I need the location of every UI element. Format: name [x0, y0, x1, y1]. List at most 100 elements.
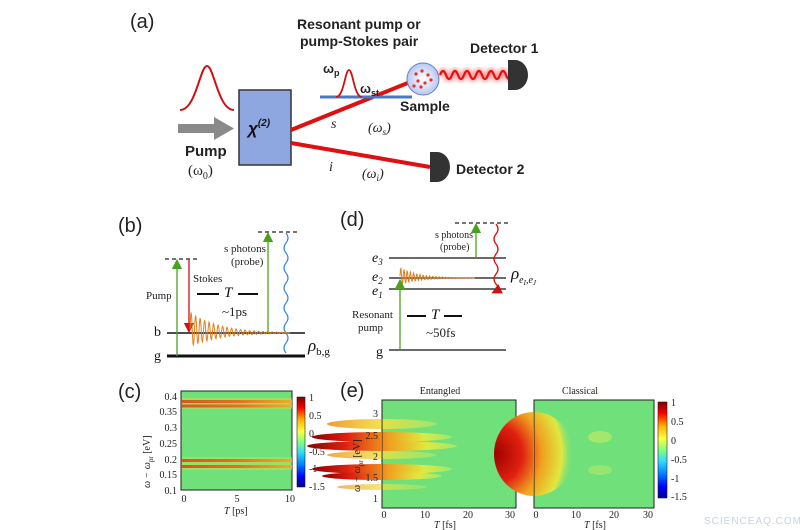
stokes-label: Stokes	[193, 273, 222, 285]
xtick-er-2: 20	[609, 510, 619, 521]
cbar-e-3: -0.5	[671, 455, 687, 466]
yticks-c: 0.4 0.35 0.3 0.25 0.2 0.15 0.1	[160, 392, 178, 497]
T-label-b: T	[224, 285, 234, 301]
panel-a-label: (a)	[130, 11, 154, 33]
panel-d: (d) s photons (probe) e3 e2 e1 ρeI,eJ Re…	[340, 209, 537, 360]
xlabel-c: T [ps]	[224, 506, 248, 517]
xticks-e-right: 0 10 20 30	[534, 510, 654, 521]
ytick-e-3: 1.5	[366, 473, 379, 484]
pump-arrow-shaft	[178, 124, 216, 133]
title-line2: pump-Stokes pair	[300, 33, 419, 49]
cbar-c-0: 1	[309, 393, 314, 404]
probe-label-d: (probe)	[440, 242, 469, 253]
cbar-e-5: -1.5	[671, 492, 687, 503]
detector-1-label: Detector 1	[470, 40, 539, 56]
colorbar-c	[296, 396, 306, 488]
ytick-c-6: 0.1	[165, 486, 178, 497]
panel-e: (e) Entangled Classical 3 2.5 2	[307, 380, 687, 530]
cbar-ticks-e: 1 0.5 0 -0.5 -1 -1.5	[671, 398, 687, 503]
detector-2-label: Detector 2	[456, 161, 525, 177]
level-g-d-label: g	[376, 345, 383, 360]
xtick-c-1: 5	[235, 494, 240, 505]
ytick-e-4: 1	[373, 494, 378, 505]
ytick-e-0: 3	[373, 409, 378, 420]
signal-label: s	[331, 117, 337, 132]
cbar-e-1: 0.5	[671, 417, 684, 428]
panel-c: (c) 0.4 0.35 0.3 0.25 0.2 0.15 0.1 0 5 1…	[118, 381, 325, 517]
panel-d-label: (d)	[340, 209, 364, 231]
cbar-c-5: -1.5	[309, 482, 325, 493]
resonant-label: Resonant	[352, 309, 393, 321]
pump-arrow-head	[214, 117, 234, 140]
idler-frequency: (ωi)	[362, 167, 384, 183]
T-label-d: T	[431, 307, 441, 323]
e1-label: e1	[372, 284, 383, 300]
level-b-label: b	[154, 325, 161, 340]
probe-emission-wave-d	[491, 223, 503, 294]
pump-label-d: pump	[358, 322, 384, 334]
sample-label: Sample	[400, 98, 450, 114]
T-value-d: ~50fs	[426, 325, 455, 340]
probe-emission-wave	[283, 232, 289, 354]
band-c-lower-1	[182, 459, 292, 462]
ytick-c-5: 0.15	[160, 470, 178, 481]
title-entangled: Entangled	[420, 386, 461, 397]
xtick-er-1: 10	[571, 510, 581, 521]
pump-label: Pump	[185, 143, 227, 160]
xtick-el-0: 0	[382, 510, 387, 521]
ytick-c-3: 0.25	[160, 439, 178, 450]
band-c-halo-2	[182, 457, 292, 470]
ylabel-e: ω − ωpr [eV]	[352, 439, 365, 492]
ytick-c-0: 0.4	[165, 392, 178, 403]
cbar-c-2: 0	[309, 429, 314, 440]
entangled-bands	[307, 419, 457, 490]
e2-label: e2	[372, 270, 383, 286]
xticks-e-left: 0 10 20 30	[382, 510, 516, 521]
band-c-halo-1	[182, 398, 292, 409]
xlabel-e-left: T [fs]	[434, 520, 456, 530]
cbar-e-4: -1	[671, 474, 679, 485]
panel-b-label: (b)	[118, 215, 142, 237]
title-classical: Classical	[562, 386, 598, 397]
s-photons-label-b: s photons	[224, 243, 266, 255]
ytick-c-1: 0.35	[160, 407, 178, 418]
colorbar-e	[657, 401, 668, 499]
sample-sphere	[406, 62, 440, 96]
ylabel-c: ω − ωpr [eV]	[142, 435, 155, 488]
xtick-er-0: 0	[534, 510, 539, 521]
damped-oscillation	[189, 312, 291, 346]
omega-st-label: ωst	[360, 81, 379, 98]
xtick-el-2: 20	[463, 510, 473, 521]
cbar-e-0: 1	[671, 398, 676, 409]
ytick-e-1: 2.5	[366, 431, 379, 442]
title-line1: Resonant pump or	[297, 16, 421, 32]
sample-particles	[412, 69, 433, 89]
idler-label: i	[329, 160, 333, 175]
xtick-er-3: 30	[643, 510, 653, 521]
pump-stokes-pulse	[335, 69, 363, 98]
crystal-label: χ(2)	[246, 118, 271, 138]
idler-beam	[290, 141, 431, 169]
detector-1	[508, 60, 528, 90]
ytick-c-4: 0.2	[165, 455, 178, 466]
xtick-c-2: 10	[285, 494, 295, 505]
detected-wave	[438, 69, 514, 81]
detector-2	[430, 152, 450, 182]
panel-c-label: (c)	[118, 381, 141, 403]
ytick-e-2: 2	[373, 452, 378, 463]
watermark: SCIENCEAQ.COM	[704, 516, 800, 527]
xtick-el-1: 10	[420, 510, 430, 521]
s-photons-label-d: s photons	[435, 230, 473, 241]
yticks-e: 3 2.5 2 1.5 1	[366, 409, 379, 505]
xlabel-e-right: T [fs]	[584, 520, 606, 530]
panel-b: (b) s photons (probe) Stokes Pump T ~1ps…	[118, 215, 330, 364]
pump-label-b: Pump	[146, 290, 172, 302]
heatmap-classical-frame	[533, 399, 655, 509]
probe-label-b: (probe)	[231, 256, 264, 268]
damped-oscillation-d	[399, 267, 476, 285]
xticks-c: 0 5 10	[182, 494, 296, 505]
band-c-upper-1	[182, 400, 292, 403]
e3-label: e3	[372, 251, 383, 267]
omega-p-label: ωp	[323, 61, 340, 78]
